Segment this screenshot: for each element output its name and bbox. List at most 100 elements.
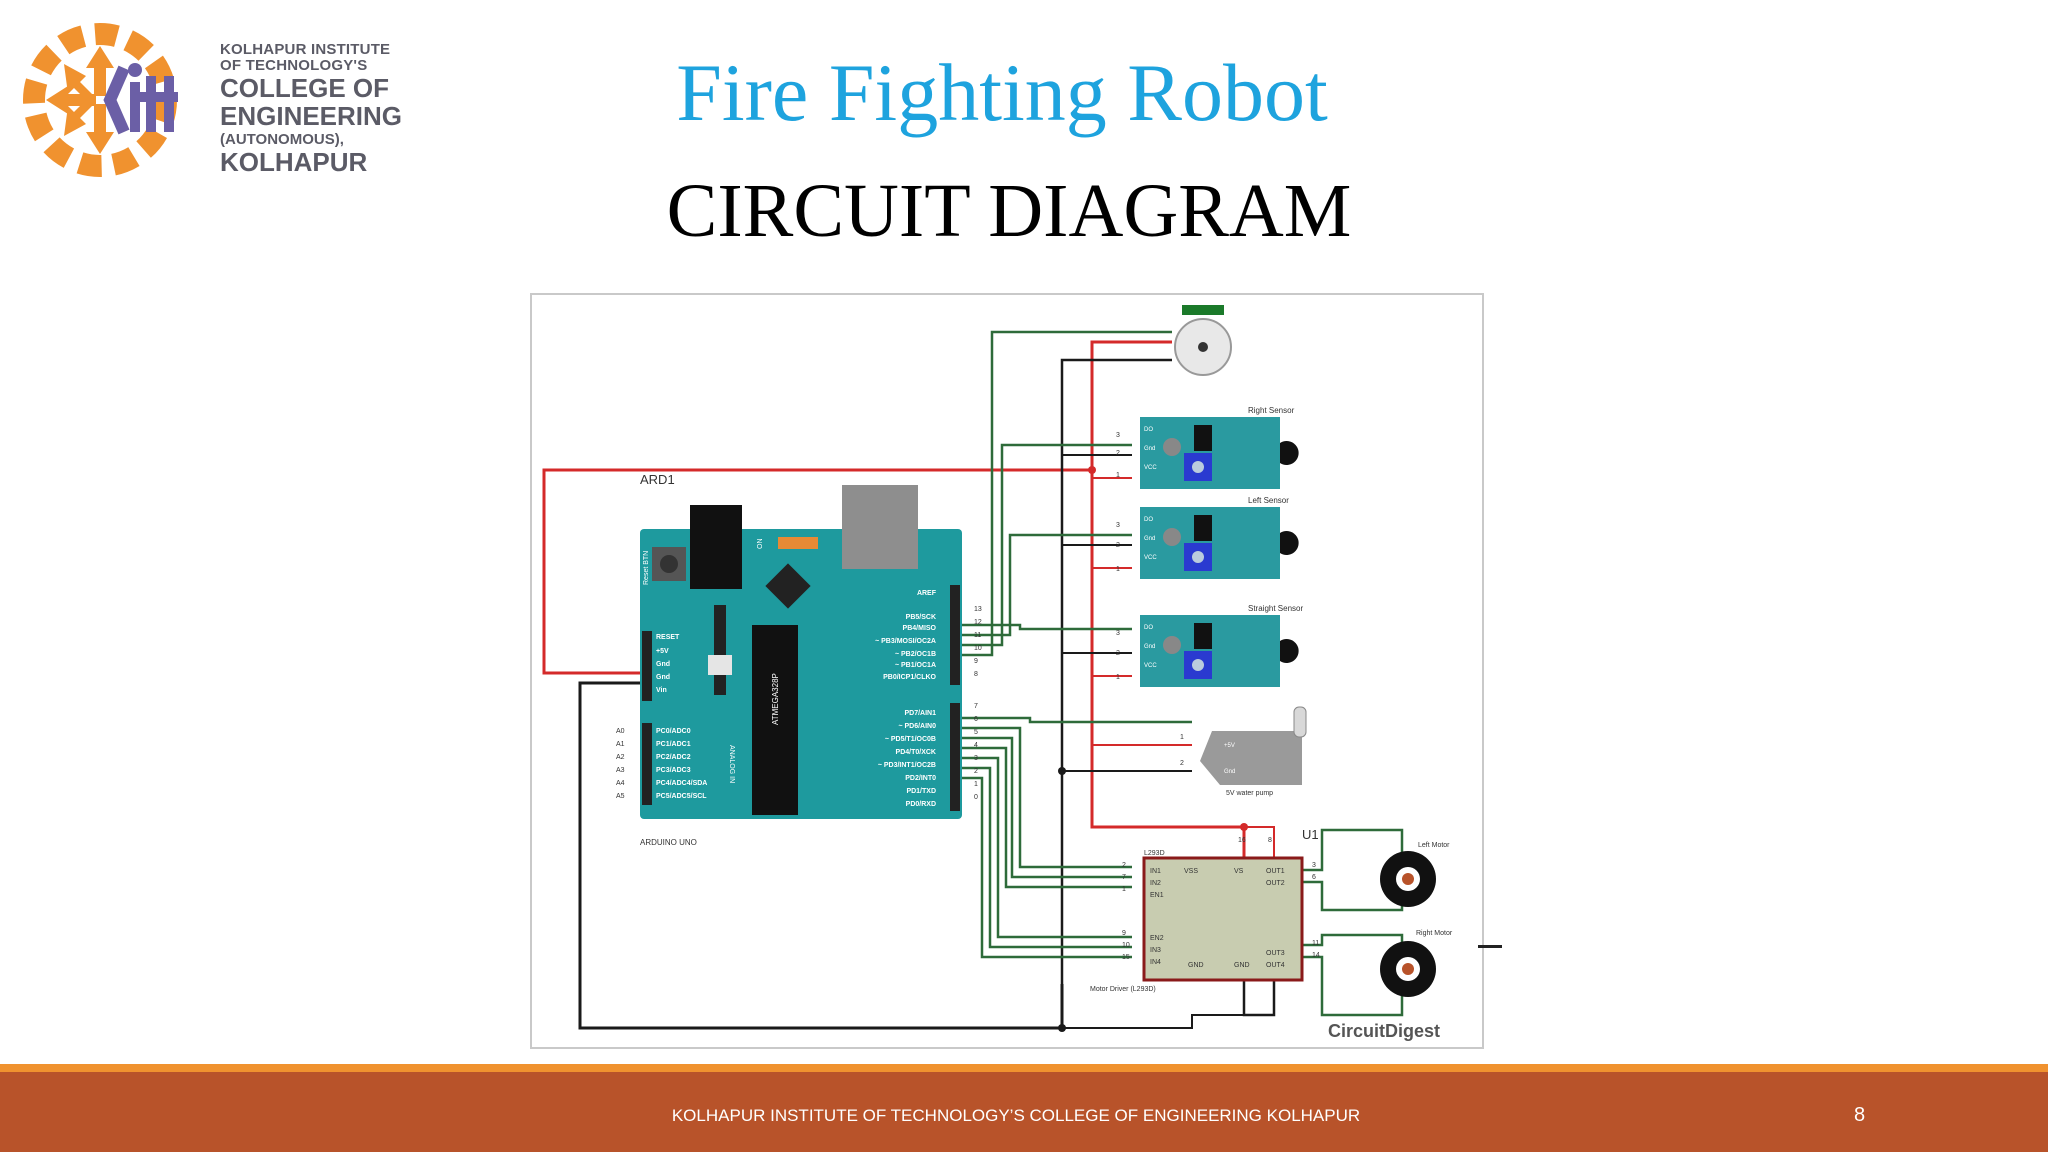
circuit-diagram-svg: ARD1 Reset BTN ON ATMEGA328P ANALOG IN R… (542, 305, 1453, 1041)
svg-text:PC0/ADC0: PC0/ADC0 (656, 728, 691, 735)
svg-text:8: 8 (1268, 837, 1272, 844)
svg-text:0: 0 (974, 794, 978, 801)
svg-text:PD0/RXD: PD0/RXD (906, 801, 936, 808)
svg-text:PC3/ADC3: PC3/ADC3 (656, 767, 691, 774)
analog-pin-labels: PC0/ADC0 PC1/ADC1 PC2/ADC2 PC3/ADC3 PC4/… (616, 728, 707, 800)
arduino-name: ARDUINO UNO (640, 838, 697, 847)
svg-text:1: 1 (1116, 674, 1120, 681)
svg-text:A2: A2 (616, 754, 625, 761)
svg-text:5: 5 (974, 729, 978, 736)
svg-text:VCC: VCC (1144, 663, 1157, 669)
footer-bar (0, 1072, 2048, 1152)
driver-caption: Motor Driver (L293D) (1090, 986, 1156, 993)
led-indicator (778, 537, 818, 549)
svg-text:A1: A1 (616, 741, 625, 748)
svg-text:VCC: VCC (1144, 465, 1157, 471)
svg-text:1: 1 (1116, 472, 1120, 479)
motor-driver: U1 L293D 16 8 VSS VS IN1 IN2 EN1 EN2 IN3… (1090, 827, 1320, 993)
logo-line1: KOLHAPUR INSTITUTE (220, 41, 391, 58)
pump-label: 5V water pump (1226, 790, 1273, 797)
digital-pin-numbers: 13 12 11 10 9 8 7 6 5 4 3 2 1 0 (974, 606, 982, 801)
svg-text:PD2/INT0: PD2/INT0 (905, 775, 936, 782)
svg-text:A3: A3 (616, 767, 625, 774)
svg-text:VSS: VSS (1184, 868, 1198, 875)
svg-text:EN2: EN2 (1150, 935, 1164, 942)
svg-text:VCC: VCC (1144, 555, 1157, 561)
svg-text:2: 2 (1116, 450, 1120, 457)
svg-text:EN1: EN1 (1150, 892, 1164, 899)
left-sensor-label: Left Sensor (1248, 496, 1289, 505)
svg-text:1: 1 (1180, 734, 1184, 741)
svg-text:12: 12 (974, 619, 982, 626)
arduino-uno: ARD1 Reset BTN ON ATMEGA328P ANALOG IN R… (616, 472, 982, 847)
svg-text:~ PB3/MOSI/OC2A: ~ PB3/MOSI/OC2A (875, 638, 936, 645)
svg-text:4: 4 (974, 742, 978, 749)
digital-pin-labels: AREF PB5/SCK PB4/MISO ~ PB3/MOSI/OC2A ~ … (875, 590, 937, 808)
svg-text:2: 2 (1116, 650, 1120, 657)
svg-text:Gnd: Gnd (1144, 536, 1155, 542)
svg-text:3: 3 (974, 755, 978, 762)
svg-text:3: 3 (1312, 862, 1316, 869)
svg-text:PB5/SCK: PB5/SCK (906, 614, 936, 621)
svg-text:VS: VS (1234, 868, 1244, 875)
svg-text:PB0/ICP1/CLKO: PB0/ICP1/CLKO (883, 674, 936, 681)
svg-text:16: 16 (1238, 837, 1246, 844)
slide-title-text: Fire Fighting Robot (676, 47, 1328, 138)
svg-text:IN1: IN1 (1150, 868, 1161, 875)
svg-text:10: 10 (1122, 942, 1130, 949)
svg-text:GND: GND (1234, 962, 1250, 969)
left-motor: Left Motor (1380, 842, 1450, 907)
svg-text:14: 14 (1312, 952, 1320, 959)
driver-chip (1142, 856, 1304, 982)
slide-subtitle-text: CIRCUIT DIAGRAM (666, 169, 1352, 253)
svg-text:PC1/ADC1: PC1/ADC1 (656, 741, 691, 748)
svg-text:7: 7 (974, 703, 978, 710)
college-name: KOLHAPUR INSTITUTE OF TECHNOLOGY'S COLLE… (220, 42, 402, 175)
svg-text:Vin: Vin (656, 687, 667, 694)
slide-title: Fire Fighting Robot (0, 46, 2048, 140)
svg-text:A4: A4 (616, 780, 625, 787)
straight-sensor-label: Straight Sensor (1248, 604, 1303, 613)
svg-text:1: 1 (1116, 566, 1120, 573)
svg-text:A5: A5 (616, 793, 625, 800)
svg-text:2: 2 (974, 768, 978, 775)
svg-text:9: 9 (1122, 930, 1126, 937)
wire-5v-loop (542, 468, 1092, 675)
svg-text:PC2/ADC2: PC2/ADC2 (656, 754, 691, 761)
left-sensor: Left Sensor DO Gnd VCC 3 2 1 (1116, 496, 1299, 579)
straight-sensor: Straight Sensor DO Gnd VCC 3 2 1 (1116, 604, 1303, 687)
svg-text:~ PD5/T1/OC0B: ~ PD5/T1/OC0B (885, 736, 936, 743)
svg-text:2: 2 (1180, 760, 1184, 767)
svg-text:PD7/AIN1: PD7/AIN1 (904, 710, 936, 717)
logo-line3: COLLEGE OF (220, 73, 389, 103)
svg-text:1: 1 (1122, 886, 1126, 893)
water-pump: +5V Gnd 1 2 5V water pump (1180, 706, 1307, 797)
right-sensor-label: Right Sensor (1248, 406, 1295, 415)
svg-text:PD4/T0/XCK: PD4/T0/XCK (896, 749, 936, 756)
svg-text:+5V: +5V (1224, 743, 1235, 749)
on-label: ON (757, 539, 764, 550)
svg-text:AREF: AREF (917, 590, 937, 597)
svg-text:1: 1 (974, 781, 978, 788)
svg-text:10: 10 (974, 645, 982, 652)
svg-text:~ PD3/INT1/OC2B: ~ PD3/INT1/OC2B (878, 762, 936, 769)
svg-text:Gnd: Gnd (1144, 644, 1155, 650)
svg-text:2: 2 (1122, 862, 1126, 869)
svg-text:2: 2 (1116, 542, 1120, 549)
svg-text:DO: DO (1144, 625, 1153, 631)
svg-text:8: 8 (974, 671, 978, 678)
svg-text:Gnd: Gnd (1144, 446, 1155, 452)
slide-subtitle: CIRCUIT DIAGRAM (0, 168, 2048, 255)
svg-text:15: 15 (1122, 954, 1130, 961)
svg-text:~ PB2/OC1B: ~ PB2/OC1B (895, 651, 936, 658)
svg-text:PC5/ADC5/SCL: PC5/ADC5/SCL (656, 793, 707, 800)
svg-text:PD1/TXD: PD1/TXD (906, 788, 936, 795)
svg-text:OUT2: OUT2 (1266, 880, 1285, 887)
atmega-chip (752, 625, 798, 815)
svg-text:13: 13 (974, 606, 982, 613)
svg-text:IN4: IN4 (1150, 959, 1161, 966)
wire-red-top (1090, 340, 1172, 470)
page-number: 8 (1854, 1104, 1866, 1126)
svg-text:7: 7 (1122, 874, 1126, 881)
svg-text:Gnd: Gnd (656, 661, 670, 668)
